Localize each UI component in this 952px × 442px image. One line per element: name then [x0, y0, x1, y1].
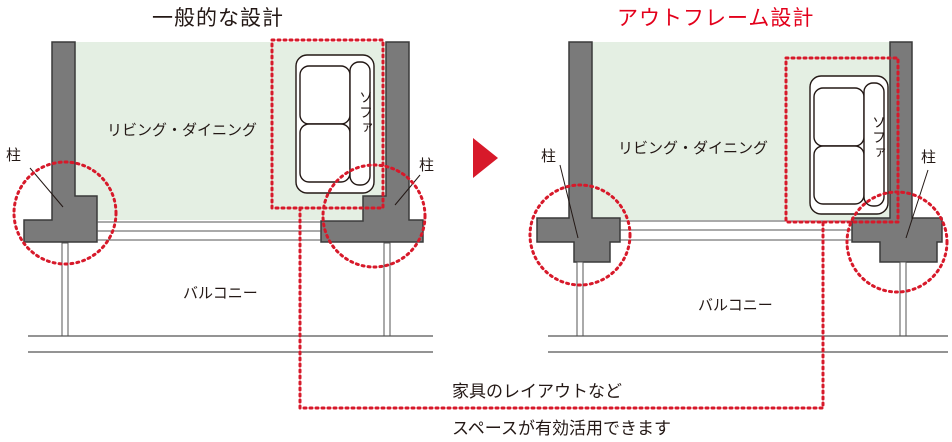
- right-sofa-cushion-top: [813, 87, 865, 147]
- right-railing-post-left: [576, 261, 584, 337]
- right-sofa-label: ソファ: [870, 115, 886, 160]
- right-column-left: [536, 41, 621, 263]
- right-column-left-highlight: [528, 183, 632, 287]
- right-railing-post-right: [899, 261, 907, 337]
- left-railing-post-right: [383, 242, 391, 337]
- right-balcony-label: バルコニー: [698, 296, 773, 314]
- left-sofa-label: ソファ: [357, 90, 373, 135]
- right-sofa: [809, 75, 889, 215]
- caption-connector-bracket: [298, 206, 825, 410]
- right-diagram: [528, 41, 949, 353]
- right-column-label-right: 柱: [921, 148, 937, 166]
- right-sofa-area-highlight: [784, 56, 900, 224]
- left-sofa-cushion-top: [299, 65, 351, 125]
- right-right-column-pointer-line: [905, 169, 929, 239]
- left-diagram: [12, 38, 433, 353]
- comparison-arrow-icon: [473, 138, 498, 178]
- caption-line-2: スペースが有効活用できます: [452, 419, 671, 439]
- right-title: アウトフレーム設計: [617, 6, 815, 30]
- right-left-column-pointer-line: [559, 164, 579, 239]
- left-column-label-right: 柱: [419, 156, 435, 174]
- left-column-pointer-line: [29, 167, 64, 208]
- left-sofa: [295, 54, 375, 194]
- left-column-label-left: 柱: [6, 146, 22, 164]
- left-sofa-back: [349, 61, 371, 186]
- right-column-label-left: 柱: [541, 147, 557, 165]
- right-sofa-cushion-bottom: [813, 145, 865, 205]
- left-room-label: リビング・ダイニング: [107, 121, 258, 139]
- left-column-right: [320, 41, 424, 243]
- left-balcony-label: バルコニー: [183, 284, 258, 302]
- left-column-left-highlight: [12, 160, 118, 266]
- left-title: 一般的な設計: [152, 6, 284, 30]
- left-sofa-area-highlight: [270, 38, 385, 210]
- right-column-pointer-line: [394, 174, 421, 206]
- right-room-label: リビング・ダイニング: [618, 139, 769, 157]
- right-sofa-back: [863, 82, 885, 207]
- caption-line-1: 家具のレイアウトなど: [452, 382, 622, 402]
- left-column-right-highlight: [321, 163, 427, 269]
- left-sofa-cushion-bottom: [299, 123, 351, 183]
- left-railing-post-left: [61, 242, 69, 337]
